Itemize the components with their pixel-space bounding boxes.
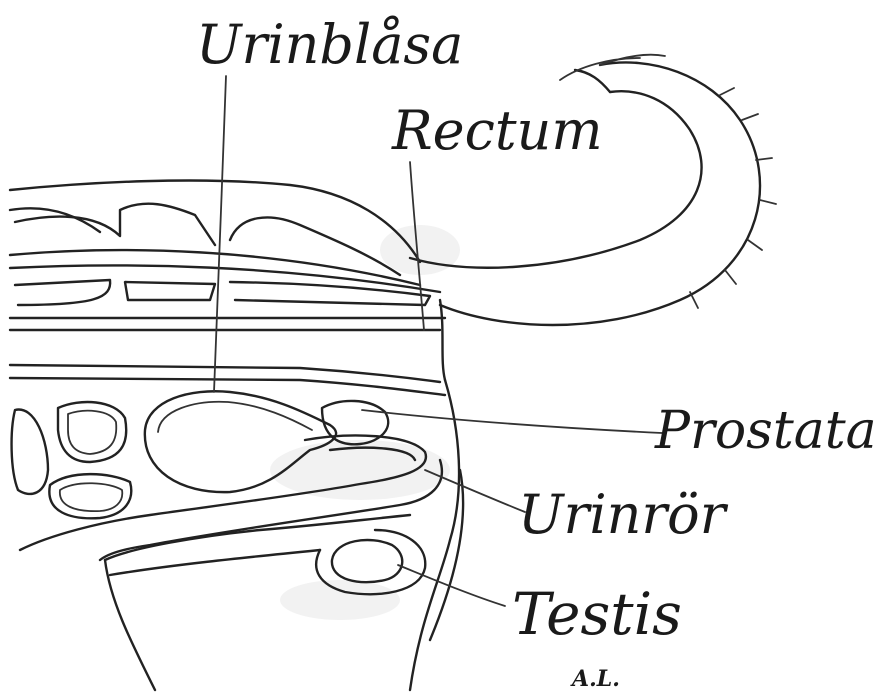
leader-line-urinror bbox=[425, 470, 525, 512]
label-prostata: Prostata bbox=[655, 405, 875, 457]
prostate bbox=[322, 401, 388, 444]
label-rectum: Rectum bbox=[392, 104, 603, 158]
tail-outline bbox=[410, 55, 776, 325]
label-urinblasa: Urinblåsa bbox=[196, 18, 463, 72]
pelvic-bones bbox=[12, 402, 132, 518]
upper-body-outline bbox=[10, 181, 445, 330]
testis bbox=[332, 540, 402, 582]
leader-line-urinblasa bbox=[214, 76, 226, 392]
leader-line-prostata bbox=[362, 410, 662, 433]
abdomen-bands bbox=[10, 365, 445, 395]
label-testis: Testis bbox=[512, 585, 682, 643]
body-rear-outline bbox=[410, 300, 463, 690]
artist-signature: A.L. bbox=[572, 668, 620, 690]
leader-line-testis bbox=[398, 565, 505, 606]
label-urinror: Urinrör bbox=[518, 488, 726, 542]
